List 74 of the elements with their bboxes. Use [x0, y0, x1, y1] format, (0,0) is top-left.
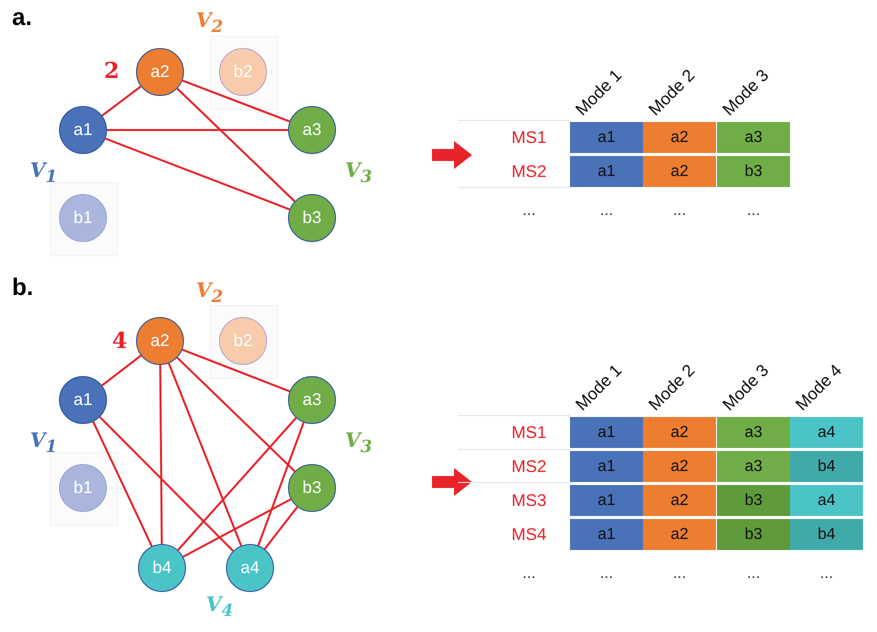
table-cell: a2 [643, 451, 716, 482]
edge-line [102, 86, 142, 116]
graph-node: a3 [288, 376, 336, 424]
row-header: MS1 [510, 127, 548, 149]
table-cell: b3 [717, 156, 790, 187]
table-cell: a1 [570, 519, 643, 550]
graph-node: b4 [138, 544, 186, 592]
ellipsis: ... [521, 202, 537, 220]
row-header: MS1 [510, 422, 548, 444]
edge-line [92, 421, 153, 547]
ellipsis: ... [598, 202, 614, 220]
edge-line [264, 506, 298, 550]
ellipsis: ... [746, 565, 762, 583]
graph-node: a2 [136, 317, 184, 365]
table-cell: a1 [570, 485, 643, 516]
ellipsis: ... [672, 565, 688, 583]
ellipsis: ... [521, 565, 537, 583]
edge-line [176, 88, 296, 202]
table-cell: a2 [643, 485, 716, 516]
ellipsis: ... [672, 202, 688, 220]
set-label: V$_{1}$ [30, 158, 58, 186]
table-cell: a3 [717, 451, 790, 482]
table-cell: b4 [790, 451, 863, 482]
graph-node: b3 [288, 464, 336, 512]
ellipsis: ... [746, 202, 762, 220]
set-label: V$_{2}$ [196, 8, 224, 36]
table-cell: a4 [790, 417, 863, 448]
set-label: V$_{1}$ [30, 428, 58, 456]
table-cell: b3 [717, 485, 790, 516]
panel-letter: b. [12, 274, 34, 302]
table-cell: a1 [570, 156, 643, 187]
set-label: V$_{4}$ [206, 592, 234, 620]
edge-line [257, 422, 305, 546]
edge-line [176, 356, 296, 472]
edge-line [182, 498, 292, 558]
count-label: 2 [104, 58, 120, 84]
edge-line [101, 354, 142, 386]
edge-line [105, 138, 290, 210]
edge-line [99, 416, 234, 552]
set-label: V$_{2}$ [196, 278, 224, 306]
edge-line [168, 362, 242, 546]
table-cell: a3 [717, 122, 790, 153]
table-cell: a2 [643, 417, 716, 448]
row-header: MS2 [510, 161, 548, 183]
graph-node: a1 [59, 106, 107, 154]
count-label: 4 [112, 328, 128, 354]
edge-line [107, 129, 288, 131]
graph-node: b3 [288, 194, 336, 242]
table-cell: b3 [717, 519, 790, 550]
table-cell: a3 [717, 417, 790, 448]
edge-line [177, 417, 297, 551]
table-cell: a4 [790, 485, 863, 516]
table-cell: b4 [790, 519, 863, 550]
graph-node: a3 [288, 106, 336, 154]
set-label: V$_{3}$ [345, 158, 372, 186]
table-cell: a2 [643, 122, 716, 153]
edge-line [182, 348, 290, 392]
table-cell: a2 [643, 156, 716, 187]
ellipsis: ... [598, 565, 614, 583]
table-cell: a2 [643, 519, 716, 550]
row-header: MS3 [510, 490, 548, 512]
ellipsis: ... [818, 565, 834, 583]
table-cell: a1 [570, 122, 643, 153]
graph-node: a1 [59, 376, 107, 424]
row-header: MS2 [510, 456, 548, 478]
set-label: V$_{3}$ [345, 428, 372, 456]
table-cell: a1 [570, 451, 643, 482]
graph-node: a2 [136, 48, 184, 96]
panel-letter: a. [12, 4, 32, 32]
edge-line [182, 80, 290, 122]
table-cell: a1 [570, 417, 643, 448]
graph-node: a4 [226, 544, 274, 592]
row-header: MS4 [510, 524, 548, 546]
edge-line [159, 364, 163, 544]
